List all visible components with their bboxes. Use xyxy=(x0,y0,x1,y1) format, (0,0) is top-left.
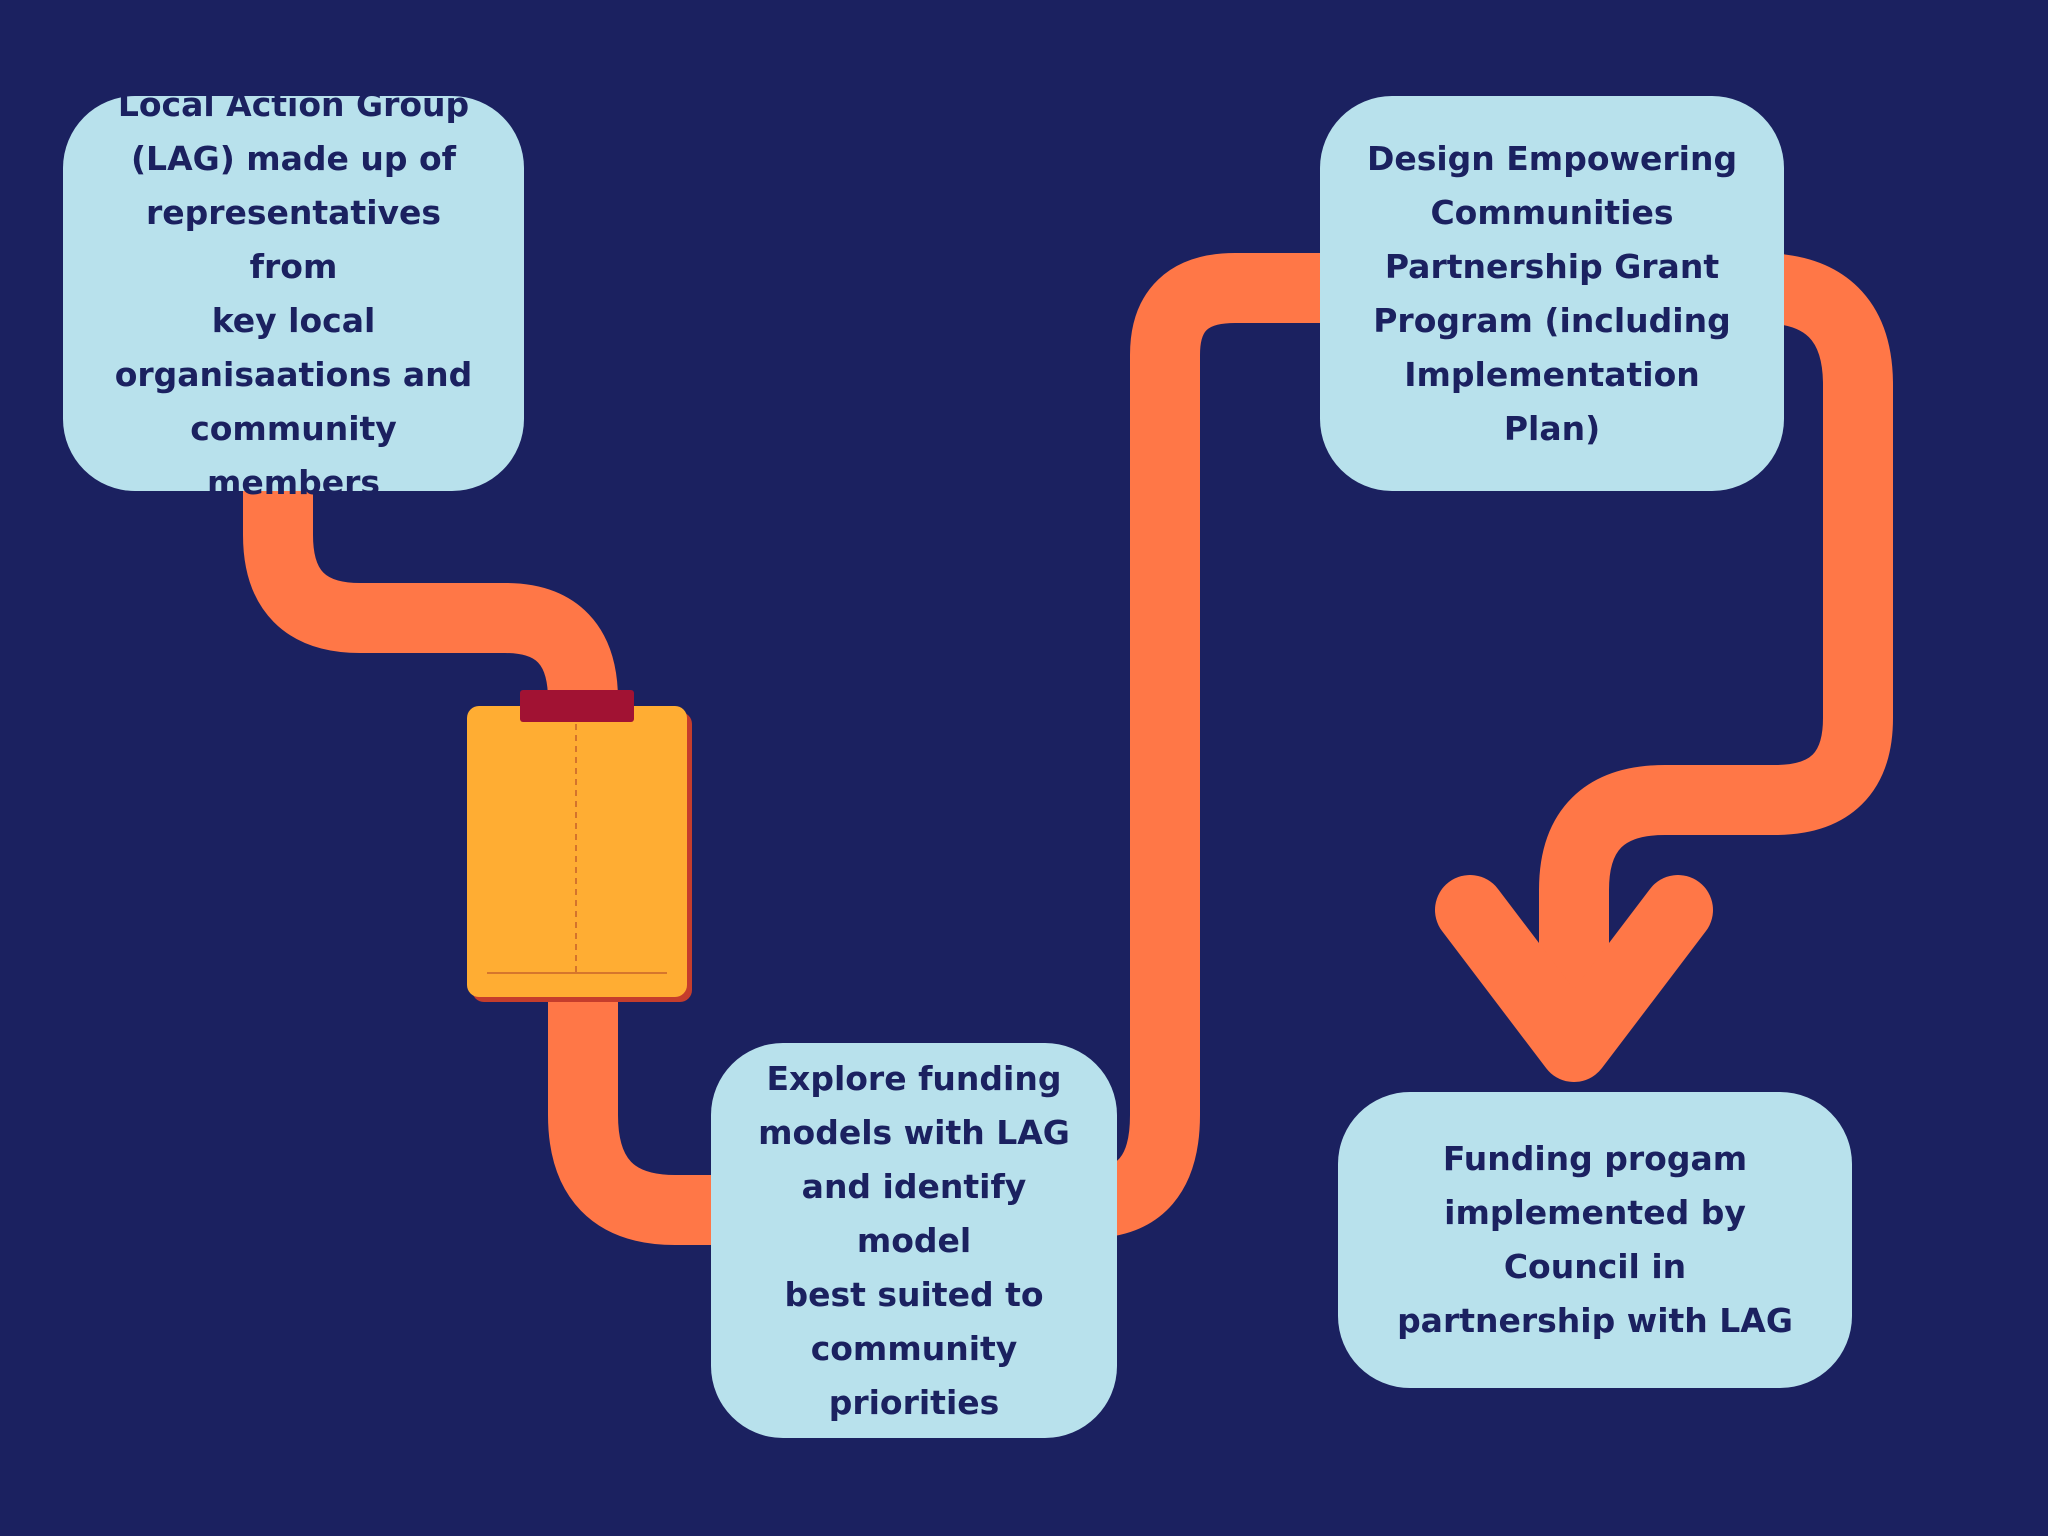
connector-clipboard-to-explore xyxy=(548,990,740,1245)
step-text-funding-program-implemented: Funding progam implemented by Council in… xyxy=(1397,1139,1793,1340)
step-box-design-grant-program: Design Empowering Communities Partnershi… xyxy=(1320,96,1784,491)
step-box-local-action-group: Local Action Group (LAG) made up of repr… xyxy=(63,85,524,502)
step-box-funding-program-implemented: Funding progam implemented by Council in… xyxy=(1338,1092,1852,1388)
step-text-design-grant-program: Design Empowering Communities Partnershi… xyxy=(1366,138,1738,448)
connector-explore-to-design xyxy=(1088,253,1345,1238)
arrow-down-icon xyxy=(1435,875,1713,1082)
connector-lag-to-clipboard xyxy=(243,470,618,702)
step-text-local-action-group: Local Action Group (LAG) made up of repr… xyxy=(114,84,473,502)
clipboard-icon xyxy=(467,690,692,1002)
step-box-explore-funding-models: Explore funding models with LAG and iden… xyxy=(711,1043,1117,1438)
step-text-explore-funding-models: Explore funding models with LAG and iden… xyxy=(758,1058,1070,1422)
connector-design-to-funding xyxy=(1539,253,1893,1045)
